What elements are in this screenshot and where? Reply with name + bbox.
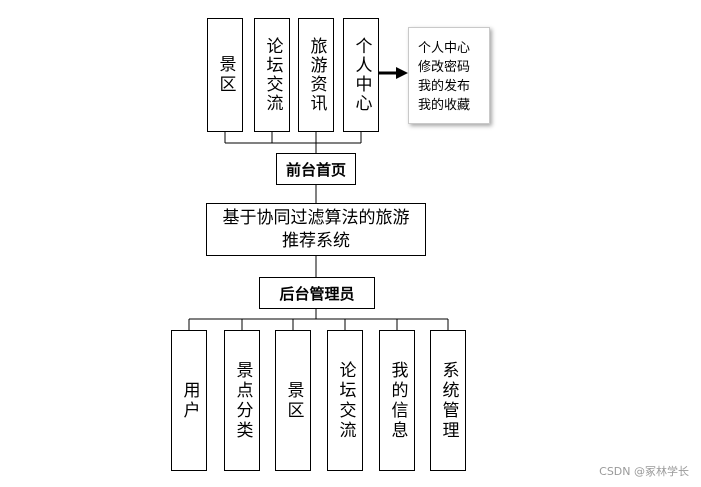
bottom-module-system-management-label: 系统管理 <box>438 360 459 441</box>
top-module-personal-center-label: 个人中心 <box>351 37 372 113</box>
detail-my-posts: 我的发布 <box>418 79 471 94</box>
top-module-travel-news: 旅游资讯 <box>298 18 334 132</box>
front-home-box: 前台首页 <box>276 153 356 185</box>
bottom-module-scenic-area-label: 景区 <box>283 380 304 421</box>
bottom-module-system-management: 系统管理 <box>430 330 466 471</box>
csdn-watermark: CSDN @冢林学长 <box>599 465 689 478</box>
top-module-personal-center: 个人中心 <box>343 18 379 132</box>
backend-admin-label: 后台管理员 <box>279 284 355 303</box>
bottom-module-forum-label: 论坛交流 <box>335 360 356 441</box>
bottom-module-my-info-label: 我的信息 <box>387 360 408 441</box>
detail-my-favorites: 我的收藏 <box>418 98 471 113</box>
bottom-module-users: 用户 <box>171 330 207 471</box>
bottom-module-spot-category: 景点分类 <box>224 330 260 471</box>
system-root-box: 基于协同过滤算法的旅游推荐系统 <box>206 203 426 256</box>
bottom-module-scenic-area: 景区 <box>275 330 311 471</box>
backend-admin-box: 后台管理员 <box>259 277 375 309</box>
arrow-head <box>396 67 408 79</box>
bottom-module-forum: 论坛交流 <box>327 330 363 471</box>
system-root-label: 基于协同过滤算法的旅游推荐系统 <box>222 207 410 251</box>
top-module-travel-news-label: 旅游资讯 <box>306 37 327 113</box>
detail-personal-center: 个人中心 <box>418 41 471 56</box>
top-module-scenic-area: 景区 <box>207 18 243 132</box>
front-home-label: 前台首页 <box>285 160 346 179</box>
bottom-module-users-label: 用户 <box>179 380 200 421</box>
personal-center-details-note: 个人中心 修改密码 我的发布 我的收藏 <box>408 27 490 124</box>
bottom-module-spot-category-label: 景点分类 <box>232 360 253 441</box>
bottom-module-my-info: 我的信息 <box>379 330 415 471</box>
detail-change-password: 修改密码 <box>418 60 471 75</box>
top-module-forum-label: 论坛交流 <box>262 37 283 113</box>
top-module-scenic-area-label: 景区 <box>215 55 236 95</box>
top-module-forum: 论坛交流 <box>254 18 290 132</box>
